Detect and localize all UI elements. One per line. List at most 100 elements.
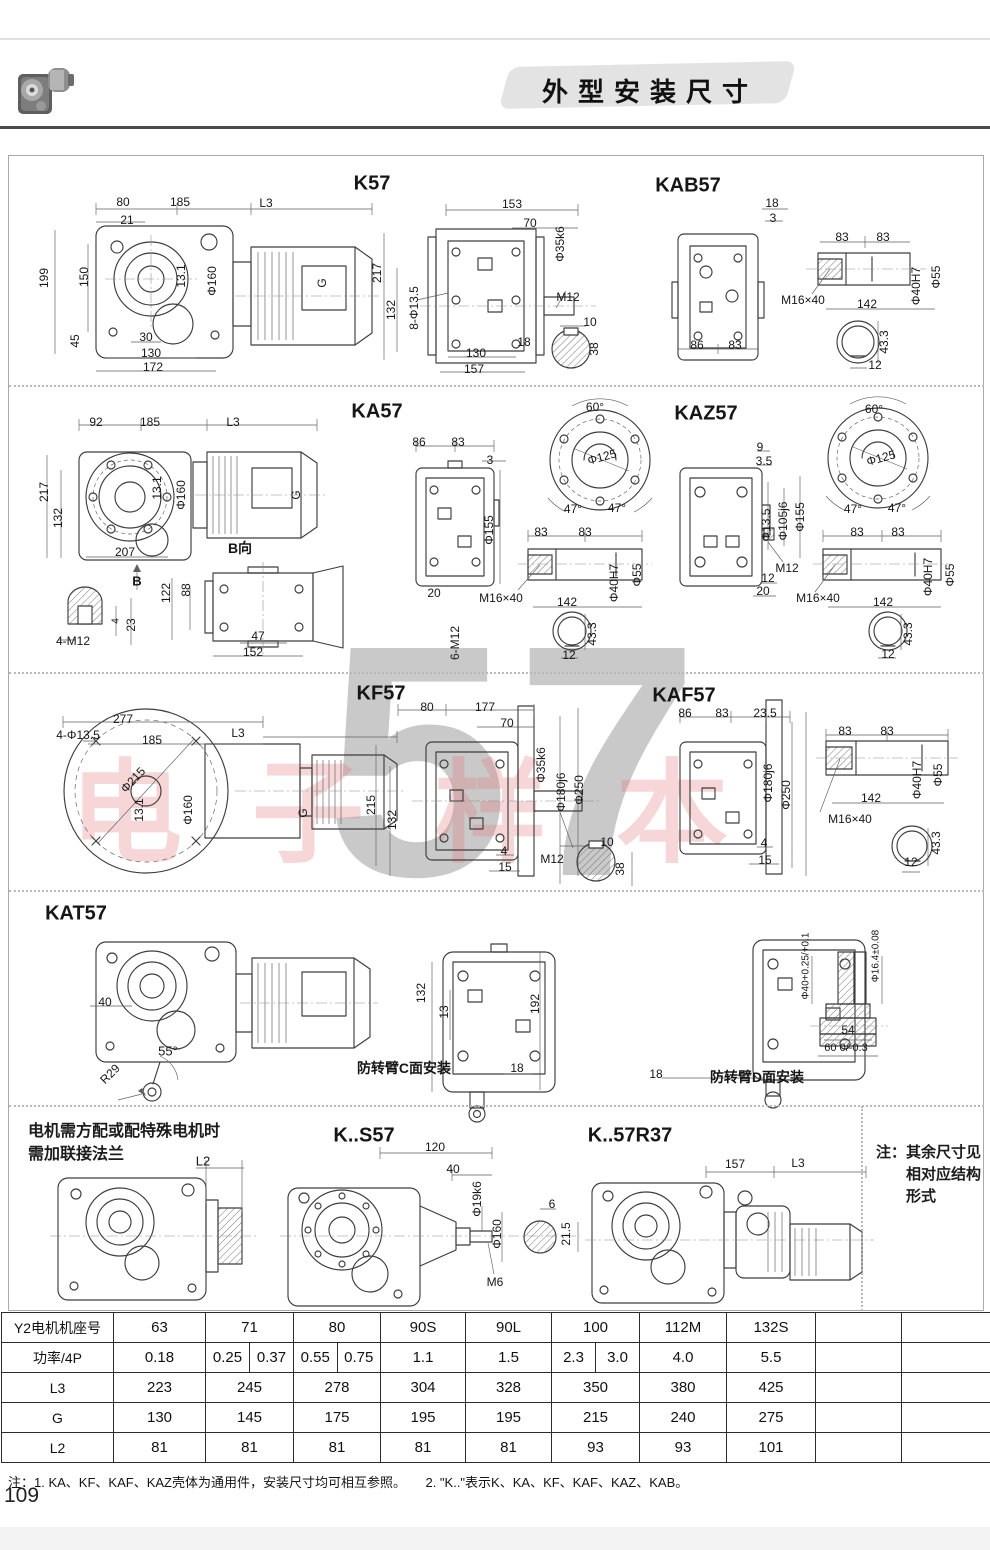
- section-divider: [9, 385, 984, 387]
- ka57-shaft-views: [517, 530, 652, 659]
- side-note-line2: 相对应结构: [906, 1166, 982, 1183]
- kaz57-flange-view: [825, 396, 931, 511]
- kat57-c-face-view: [431, 943, 556, 1123]
- table-cell: 350: [551, 1372, 640, 1403]
- kaz57-side-view: [679, 450, 801, 597]
- side-note-line1: 其余尺寸见: [906, 1144, 982, 1161]
- table-cell: 304: [380, 1372, 466, 1403]
- table-cell: 4.0: [639, 1342, 727, 1373]
- table-cell: [901, 1342, 990, 1373]
- kab57-view: [671, 208, 935, 369]
- side-note: 注： 其余尺寸见 相对应结构 形式: [876, 1142, 981, 1208]
- table-cell: [815, 1312, 902, 1343]
- table-cell: 195: [380, 1402, 466, 1433]
- table-cell: 5.5: [726, 1342, 816, 1373]
- table-cell: 81: [293, 1432, 381, 1463]
- kat57-bushing-detail: [810, 951, 888, 1057]
- table-cell: 145: [205, 1402, 294, 1433]
- gearmotor-photo: [18, 68, 74, 114]
- side-note-line3: 形式: [906, 1188, 937, 1205]
- ka57-side-view: [415, 440, 506, 587]
- k57r37-view: [585, 1166, 874, 1304]
- table-cell: 93: [551, 1432, 640, 1463]
- table-cell: 81: [113, 1432, 206, 1463]
- section5-note: 电机需方配或配特殊电机时 需加联接法兰: [28, 1120, 220, 1166]
- table-cell: [815, 1342, 902, 1373]
- table-cell: 380: [639, 1372, 727, 1403]
- kf57-front-view: [62, 708, 405, 876]
- ka57-b-view: [171, 562, 344, 657]
- table-cell: 328: [465, 1372, 552, 1403]
- section-divider: [9, 1105, 984, 1107]
- section-divider: [9, 890, 984, 892]
- side-note-prefix: 注：: [876, 1144, 907, 1161]
- table-cell: 240: [639, 1402, 727, 1433]
- table-cell: 71: [205, 1312, 294, 1343]
- table-cell: 81: [380, 1432, 466, 1463]
- k57-side-view: [383, 204, 596, 373]
- ka57-flange-view: [547, 398, 653, 513]
- kaf57-view: [679, 699, 958, 876]
- table-cell: 0.18: [113, 1342, 206, 1373]
- table-cell: 245: [205, 1372, 294, 1403]
- page-title: 外型安装尺寸: [541, 77, 758, 107]
- table-cell: 175: [293, 1402, 381, 1433]
- table-cell: 81: [465, 1432, 552, 1463]
- table-cell: 90L: [465, 1312, 552, 1343]
- table-cell: 100: [551, 1312, 640, 1343]
- table-cell: 223: [113, 1372, 206, 1403]
- note-column-divider: [861, 1106, 863, 1311]
- table-cell: 80: [293, 1312, 381, 1343]
- table-cell: 195: [465, 1402, 552, 1433]
- table-cell: [901, 1372, 990, 1403]
- table-cell: 93: [639, 1432, 727, 1463]
- content-frame: [8, 155, 984, 1311]
- table-cell: [815, 1372, 902, 1403]
- table-cell: 1.5: [465, 1342, 552, 1373]
- table-row-label: L2: [1, 1432, 114, 1463]
- table-cell: 63: [113, 1312, 206, 1343]
- ks57-view: [280, 1147, 580, 1307]
- k57-front-view: [54, 203, 382, 372]
- section-divider: [9, 672, 984, 674]
- table-cell: [815, 1402, 902, 1433]
- section5-note-line2: 需加联接法兰: [28, 1146, 125, 1163]
- page-number: 109: [4, 1484, 40, 1507]
- table-cell: 90S: [380, 1312, 466, 1343]
- top-divider: [0, 38, 990, 40]
- table-row-label: L3: [1, 1372, 114, 1403]
- watermark-red-text: 电子样本: [70, 751, 798, 876]
- table-cell: 425: [726, 1372, 816, 1403]
- table-cell: 81: [205, 1432, 294, 1463]
- table-cell: 215: [551, 1402, 640, 1433]
- table-cell: 132S: [726, 1312, 816, 1343]
- bottom-band: [0, 1527, 990, 1550]
- table-row-label: 功率/4P: [1, 1342, 114, 1373]
- table-cell: [815, 1432, 902, 1463]
- kf57-side-view: [397, 704, 633, 886]
- ka57-front-view: [46, 419, 325, 590]
- section5-note-line1: 电机需方配或配特殊电机时: [28, 1123, 221, 1140]
- header-rule: [0, 126, 990, 129]
- table-row-label: G: [1, 1402, 114, 1433]
- table-cell: 1.1: [380, 1342, 466, 1373]
- table-cell: 101: [726, 1432, 816, 1463]
- kat57-front-view: [90, 941, 378, 1102]
- watermark-57: 57: [326, 576, 706, 945]
- k-flange-adapter-view: [50, 1160, 258, 1301]
- table-cell: 112M: [639, 1312, 727, 1343]
- table-cell: 130: [113, 1402, 206, 1433]
- table-row-label: Y2电机机座号: [1, 1312, 114, 1343]
- table-cell: 275: [726, 1402, 816, 1433]
- table-cell: [901, 1312, 990, 1343]
- footer-note: 注：1. KA、KF、KAF、KAZ壳体为通用件，安装尺寸均可相互参照。 2. …: [8, 1475, 689, 1490]
- table-cell: [901, 1432, 990, 1463]
- kaz57-shaft-views: [813, 530, 950, 659]
- ka57-plug-detail: [58, 586, 132, 645]
